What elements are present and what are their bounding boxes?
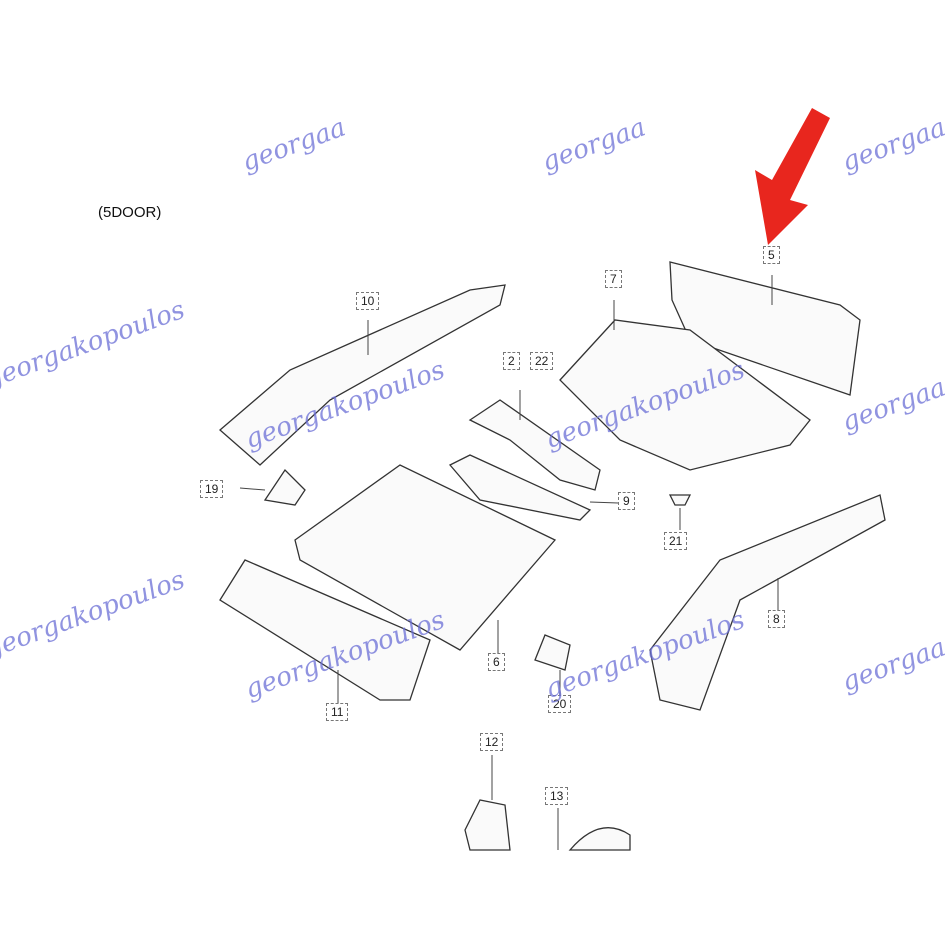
part-label-7: 7 <box>605 270 622 288</box>
part-label-9: 9 <box>618 492 635 510</box>
diagram-title: (5DOOR) <box>98 204 162 221</box>
part-12-bracket <box>464 799 511 851</box>
part-5-rear-panel <box>669 261 861 396</box>
part-6-center-floor <box>294 464 557 651</box>
part-21-clip <box>668 494 692 506</box>
part-label-2: 2 <box>503 352 520 370</box>
part-label-8: 8 <box>768 610 785 628</box>
part-13-bracket <box>568 827 631 851</box>
part-label-22: 22 <box>530 352 554 370</box>
part-label-11: 11 <box>326 703 349 721</box>
part-8-side-member-right <box>649 494 886 711</box>
part-11-front-floor <box>219 559 431 701</box>
part-2-22-crossmember <box>468 399 601 491</box>
part-label-5: 5 <box>763 246 780 264</box>
part-label-10: 10 <box>356 292 380 310</box>
part-label-13: 13 <box>545 787 569 805</box>
part-label-21: 21 <box>664 532 688 550</box>
part-10-side-member-left <box>219 284 506 466</box>
part-label-20: 20 <box>548 695 572 713</box>
part-label-19: 19 <box>200 480 224 498</box>
part-label-6: 6 <box>488 653 505 671</box>
part-9-bracket <box>448 454 592 521</box>
red-arrow-icon <box>755 108 830 245</box>
part-7-rear-floor <box>559 319 811 471</box>
part-label-12: 12 <box>480 733 504 751</box>
part-19-bracket <box>263 468 306 506</box>
part-20-bracket <box>534 634 571 671</box>
